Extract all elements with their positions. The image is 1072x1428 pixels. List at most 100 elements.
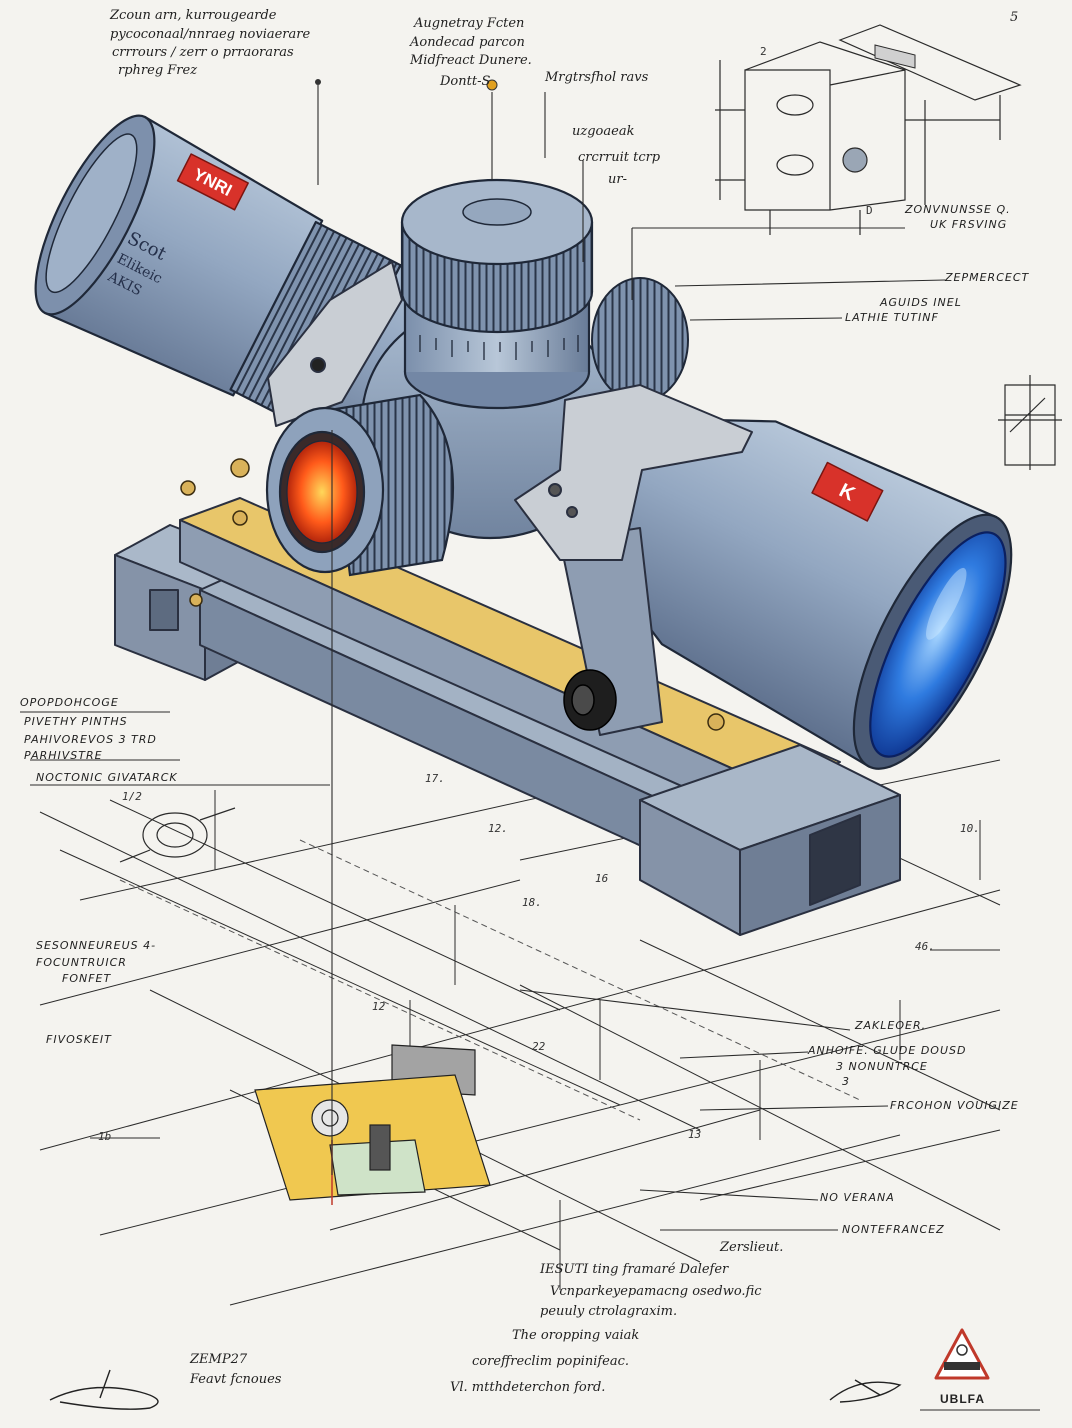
iso-sketch-screw	[842, 147, 868, 173]
mounting-base	[114, 497, 901, 936]
logo-circle	[956, 1344, 968, 1356]
front-ring-screw	[566, 506, 578, 518]
note-bottom-line: peuuly ctrolagraxim.	[540, 1304, 678, 1319]
sketch-label: 2	[760, 45, 767, 58]
note-right-lower-line: NONTEFRANCEZ	[842, 1223, 945, 1236]
note-top-left-line: crrrours / zerr o prraoraras	[112, 45, 294, 60]
brass-post	[707, 713, 725, 731]
windage-knob-center	[571, 684, 595, 716]
mount-plan-sketch	[254, 1044, 491, 1205]
note-left-lower-line: SESONNEUREUS 4-	[36, 939, 157, 952]
note-top-center-line: Augnetray Fcten	[414, 16, 525, 31]
logo-band	[944, 1362, 980, 1370]
note-top-left-line: pycoconaal/nnraeg noviaerare	[110, 27, 311, 42]
logo-triangle	[934, 1328, 990, 1380]
note-right-lower-line: NO VERANA	[820, 1191, 895, 1204]
base-slot	[809, 814, 861, 906]
note-top-center-right: Mrgtrsfhol ravs	[545, 70, 649, 85]
note-turret-line: ur-	[608, 172, 627, 187]
dimension-label: 13	[688, 1128, 702, 1141]
illuminated-lens	[286, 440, 358, 544]
note-turret-line: uzgoaeak	[572, 124, 635, 139]
note-left-middle-line: PARHIVSTRE	[24, 749, 103, 762]
turret-cap-boss	[462, 198, 532, 226]
note-left-middle-line: PIVETHY PINTHS	[24, 715, 128, 728]
signature-scribble	[49, 1369, 902, 1410]
note-left-single: FIVOSKEIT	[46, 1033, 112, 1046]
scope-rings	[267, 261, 753, 736]
note-right-lower-line: 3	[842, 1075, 850, 1088]
note-left-middle-line: NOCTONIC GIVATARCK	[36, 771, 178, 784]
note-bottom-line: Vl. mtthdeterchon ford.	[450, 1380, 606, 1395]
note-right-upper-line: AGUIDS INEL	[880, 296, 962, 309]
iso-sketch-slot	[874, 44, 916, 69]
brass-post	[189, 593, 203, 607]
note-bottom-line: IESUTI ting framaré Dalefer	[540, 1262, 729, 1277]
note-left-lower-line: FOCUNTRUICR	[36, 956, 127, 969]
brass-posts	[180, 458, 725, 731]
leader-dot	[315, 79, 321, 85]
note-bottom-line: Zerslieut.	[720, 1240, 784, 1255]
note-top-center-line: Midfreact Dunere.	[410, 53, 532, 68]
dimension-label: 12.	[488, 822, 508, 835]
corner-number: 5	[1010, 10, 1019, 25]
objective-lens	[869, 531, 1007, 758]
note-right-lower-line: ZAKLEOER.	[855, 1019, 927, 1032]
note-bottom-left-line: ZEMP27	[190, 1352, 248, 1367]
side-dimension-sketch	[998, 375, 1062, 470]
illumination-turret	[265, 393, 455, 577]
dimension-label: 1b	[98, 1130, 112, 1143]
note-right-lower-line: FRCOHON VOUIGIZE	[890, 1099, 1019, 1112]
note-right-lower-line: ANHOIFE. GLUDE DOUSD	[808, 1044, 967, 1057]
dimension-label: 1/2	[122, 790, 142, 803]
note-bottom-line: Vcnparkeyepamacng osedwo.fic	[550, 1284, 762, 1299]
leader-dot	[486, 79, 498, 91]
note-left-middle-line: OPOPDOHCOGE	[20, 696, 119, 709]
front-ring-screw	[548, 483, 562, 497]
lens-reflection	[926, 567, 967, 640]
note-right-upper-line: UK FRSVING	[930, 218, 1008, 231]
note-top-center-line: Dontt-S	[440, 74, 491, 89]
note-top-left-line: Zcoun arn, kurrougearde	[110, 8, 277, 23]
note-right-upper-line: LATHIE TUTINF	[845, 311, 939, 324]
dimension-label: 22	[532, 1040, 546, 1053]
gear-detail-sketch	[119, 807, 236, 863]
dimension-label: 10.	[960, 822, 980, 835]
dimension-label: 12	[372, 1000, 386, 1013]
turret-cap-sides	[400, 222, 594, 292]
logo-emblem	[934, 1328, 990, 1380]
windage-knob	[563, 669, 617, 731]
dashed-center-lines	[119, 839, 861, 1121]
logo-text: UBLFA	[940, 1392, 985, 1406]
elevation-turret	[400, 178, 594, 410]
dimension-label: 46.	[915, 940, 935, 953]
dimension-label: 17.	[425, 772, 445, 785]
turret-scale-sides	[403, 292, 591, 372]
brass-post	[230, 458, 250, 478]
iso-sketch-bore	[776, 94, 814, 116]
dimension-label: 16	[595, 872, 609, 885]
dimension-label: 18.	[522, 896, 542, 909]
note-right-upper-line: ZONVNUNSSE Q.	[905, 203, 1011, 216]
note-right-lower-line: 3 NONUNTRCE	[836, 1060, 928, 1073]
iso-part-sketch	[715, 24, 1022, 235]
sketch-label: D	[866, 204, 873, 217]
note-left-lower-line: FONFET	[62, 972, 112, 985]
note-bottom-line: The oropping vaiak	[512, 1328, 640, 1343]
note-turret-line: crcrruit tcrp	[578, 150, 661, 165]
iso-sketch-bore	[776, 154, 814, 176]
leader-lines	[20, 85, 1040, 1411]
parallax-turret-knurl	[591, 277, 689, 403]
base-side-window	[149, 589, 179, 631]
eyepiece-badge	[176, 153, 249, 211]
eyepiece-rim	[45, 133, 138, 294]
note-top-center-line: Aondecad parcon	[410, 35, 525, 50]
brass-post	[180, 480, 196, 496]
turret-scale-ticks	[419, 335, 579, 360]
note-bottom-left-line: Feavt fcnoues	[190, 1372, 282, 1387]
rear-ring	[267, 261, 403, 427]
brass-post	[232, 510, 248, 526]
note-bottom-line: coreffreclim popinifeac.	[472, 1354, 630, 1369]
note-left-middle-line: PAHIVOREVOS 3 TRD	[24, 733, 157, 746]
